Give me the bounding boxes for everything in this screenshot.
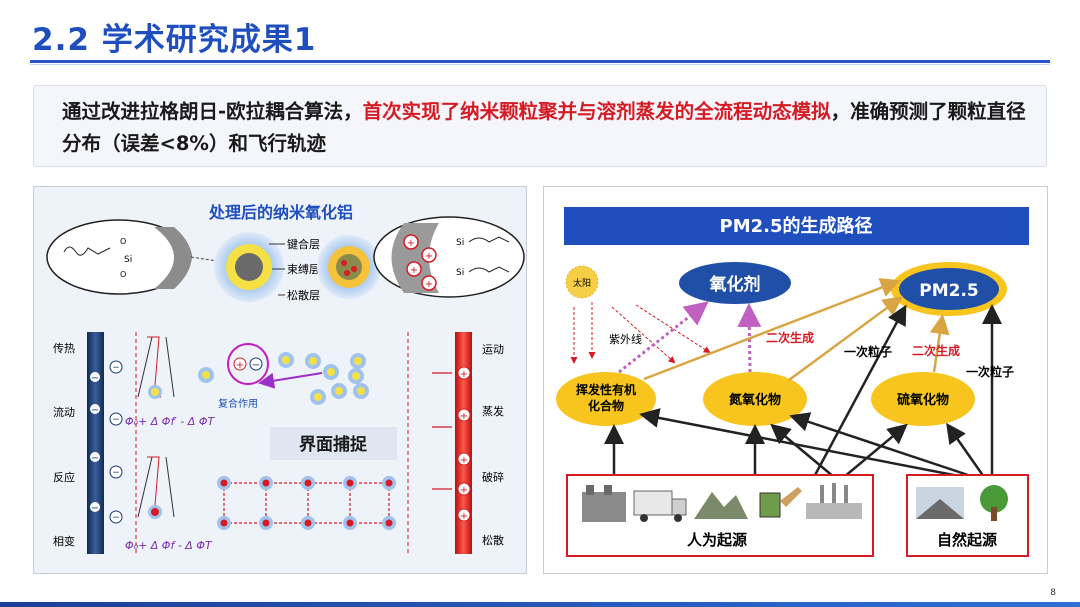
left-bar-label-reaction: 反应	[53, 470, 75, 484]
svg-text:−: −	[112, 468, 120, 478]
right-coupling-bar: + + + + +	[432, 332, 472, 554]
right-bar-label-loose: 松散	[482, 533, 504, 547]
primary-label-1: 一次粒子	[844, 344, 892, 359]
uv-label: 紫外线	[609, 332, 642, 346]
svg-text:+: +	[460, 369, 468, 380]
svg-text:−: −	[252, 360, 260, 371]
pm25-header	[564, 207, 1029, 245]
capture-box	[270, 427, 397, 460]
nano-alumina-diagram: 处理后的纳米氧化铝 Si O O 键合层 束缚层 松散层	[46, 203, 525, 554]
pm25-pathway-diagram: PM2.5的生成路径 太阳 紫外线 氧化剂 PM2.5 挥发性有机 化合物 氮氧…	[556, 207, 1029, 557]
left-coupling-bar: − − − −	[87, 332, 104, 554]
volcano-icon	[916, 487, 964, 519]
primary-arrows	[604, 304, 1002, 479]
alumina-core-particle	[214, 232, 284, 302]
summary-part3: ，准确预测了颗粒直径分布（误差<8%）和飞行轨迹	[62, 100, 1026, 155]
nano-alumina-panel: 处理后的纳米氧化铝 Si O O 键合层 束缚层 松散层	[33, 186, 527, 574]
nox-node	[703, 372, 807, 426]
tree-icon	[980, 485, 1008, 521]
svg-text:−: −	[112, 513, 120, 523]
summary-part1: 通过改进拉格朗日-欧拉耦合算法，	[62, 100, 363, 123]
voc-node	[556, 372, 656, 426]
pm25-header-text: PM2.5的生成路径	[720, 215, 873, 237]
sun-icon	[565, 265, 599, 299]
coated-particle	[317, 235, 381, 299]
svg-text:+: +	[460, 455, 468, 466]
pm25-panel: PM2.5的生成路径 太阳 紫外线 氧化剂 PM2.5 挥发性有机 化合物 氮氧…	[543, 186, 1048, 574]
summary-text: 通过改进拉格朗日-欧拉耦合算法，首次实现了纳米颗粒聚并与溶剂蒸发的全流程动态模拟…	[62, 96, 1027, 160]
secondary-label-2: 二次生成	[912, 343, 960, 358]
sox-node	[871, 372, 975, 426]
sox-label: 硫氧化物	[897, 392, 949, 408]
svg-text:+: +	[425, 251, 433, 262]
svg-text:−: −	[112, 363, 120, 373]
oxidant-node	[679, 262, 791, 304]
compound-interaction: + −	[227, 343, 269, 385]
layer-label-bonding: 键合层	[287, 237, 320, 251]
svg-text:+: +	[407, 238, 415, 249]
formula-bottom: Φ₀+ Δ Φf - Δ ΦT	[125, 539, 213, 552]
svg-text:+: +	[460, 485, 468, 496]
natural-source-label: 自然起源	[937, 531, 997, 549]
svg-text:−: −	[91, 373, 99, 384]
secondary-arrows	[643, 278, 950, 382]
right-bar-label-evaporation: 蒸发	[482, 404, 504, 418]
factory-icon	[582, 485, 626, 522]
layer-label-binding: 束缚层	[287, 262, 320, 276]
right-bar-label-motion: 运动	[482, 343, 504, 356]
svg-text:−: −	[91, 405, 99, 416]
mountain-icon	[694, 492, 748, 519]
title-divider	[30, 60, 1050, 63]
paint-icon	[759, 487, 802, 518]
svg-text:−: −	[91, 453, 99, 464]
formula-top: Φ₀+ Δ Φf′ - Δ ΦT	[125, 415, 215, 428]
title-divider-light	[30, 64, 1050, 65]
svg-text:+: +	[410, 265, 418, 276]
particle-trajectory	[137, 336, 175, 519]
oxidant-arrows	[618, 301, 762, 374]
capture-label: 界面捕捉	[299, 434, 368, 455]
voc-label-1: 挥发性有机	[576, 382, 636, 397]
slide-title: 2.2 学术研究成果1	[32, 22, 317, 58]
summary-highlight: 首次实现了纳米颗粒聚并与溶剂蒸发的全流程动态模拟	[362, 100, 831, 123]
footer-bar	[0, 602, 1080, 607]
layer-label-loose: 松散层	[287, 288, 320, 302]
sun-label: 太阳	[573, 277, 591, 289]
nox-label: 氮氧化物	[729, 392, 781, 408]
svg-text:−: −	[112, 415, 120, 425]
svg-text:+: +	[236, 360, 244, 371]
si-label-left: Si	[124, 255, 132, 265]
truck-icon	[633, 490, 687, 522]
svg-text:+: +	[425, 279, 433, 290]
compound-label: 复合作用	[218, 397, 258, 410]
left-bar-label-phase: 相变	[53, 534, 75, 548]
left-bar-label-heat: 传热	[53, 342, 75, 355]
left-bar-arrows	[109, 360, 123, 524]
uv-rays	[570, 302, 711, 364]
power-plant-icon	[806, 483, 862, 519]
page-number: 8	[1050, 588, 1056, 598]
svg-text:+: +	[460, 511, 468, 522]
oxidant-label: 氧化剂	[709, 274, 761, 295]
pm25-node	[899, 268, 999, 310]
o-label-left-2: O	[120, 270, 126, 279]
molecule-left-ellipse: Si O O	[46, 219, 192, 295]
alumina-title: 处理后的纳米氧化铝	[208, 203, 353, 222]
voc-label-2: 化合物	[588, 398, 624, 413]
svg-text:+: +	[460, 411, 468, 422]
human-source-label: 人为起源	[687, 531, 747, 549]
right-bar-label-breakup: 破碎	[482, 470, 504, 484]
si-label-right-1: Si	[456, 238, 464, 248]
particle-cluster	[198, 352, 369, 405]
primary-label-2: 一次粒子	[966, 364, 1014, 379]
particle-grid	[217, 476, 396, 530]
summary-box: 通过改进拉格朗日-欧拉耦合算法，首次实现了纳米颗粒聚并与溶剂蒸发的全流程动态模拟…	[33, 85, 1047, 167]
pm25-label: PM2.5	[919, 281, 979, 301]
molecule-right-ellipse: + + + + Si Si	[373, 216, 525, 298]
secondary-label-1: 二次生成	[766, 330, 814, 345]
o-label-left-1: O	[120, 237, 126, 246]
si-label-right-2: Si	[456, 268, 464, 278]
left-bar-label-flow: 流动	[53, 405, 75, 419]
svg-text:−: −	[91, 503, 99, 514]
